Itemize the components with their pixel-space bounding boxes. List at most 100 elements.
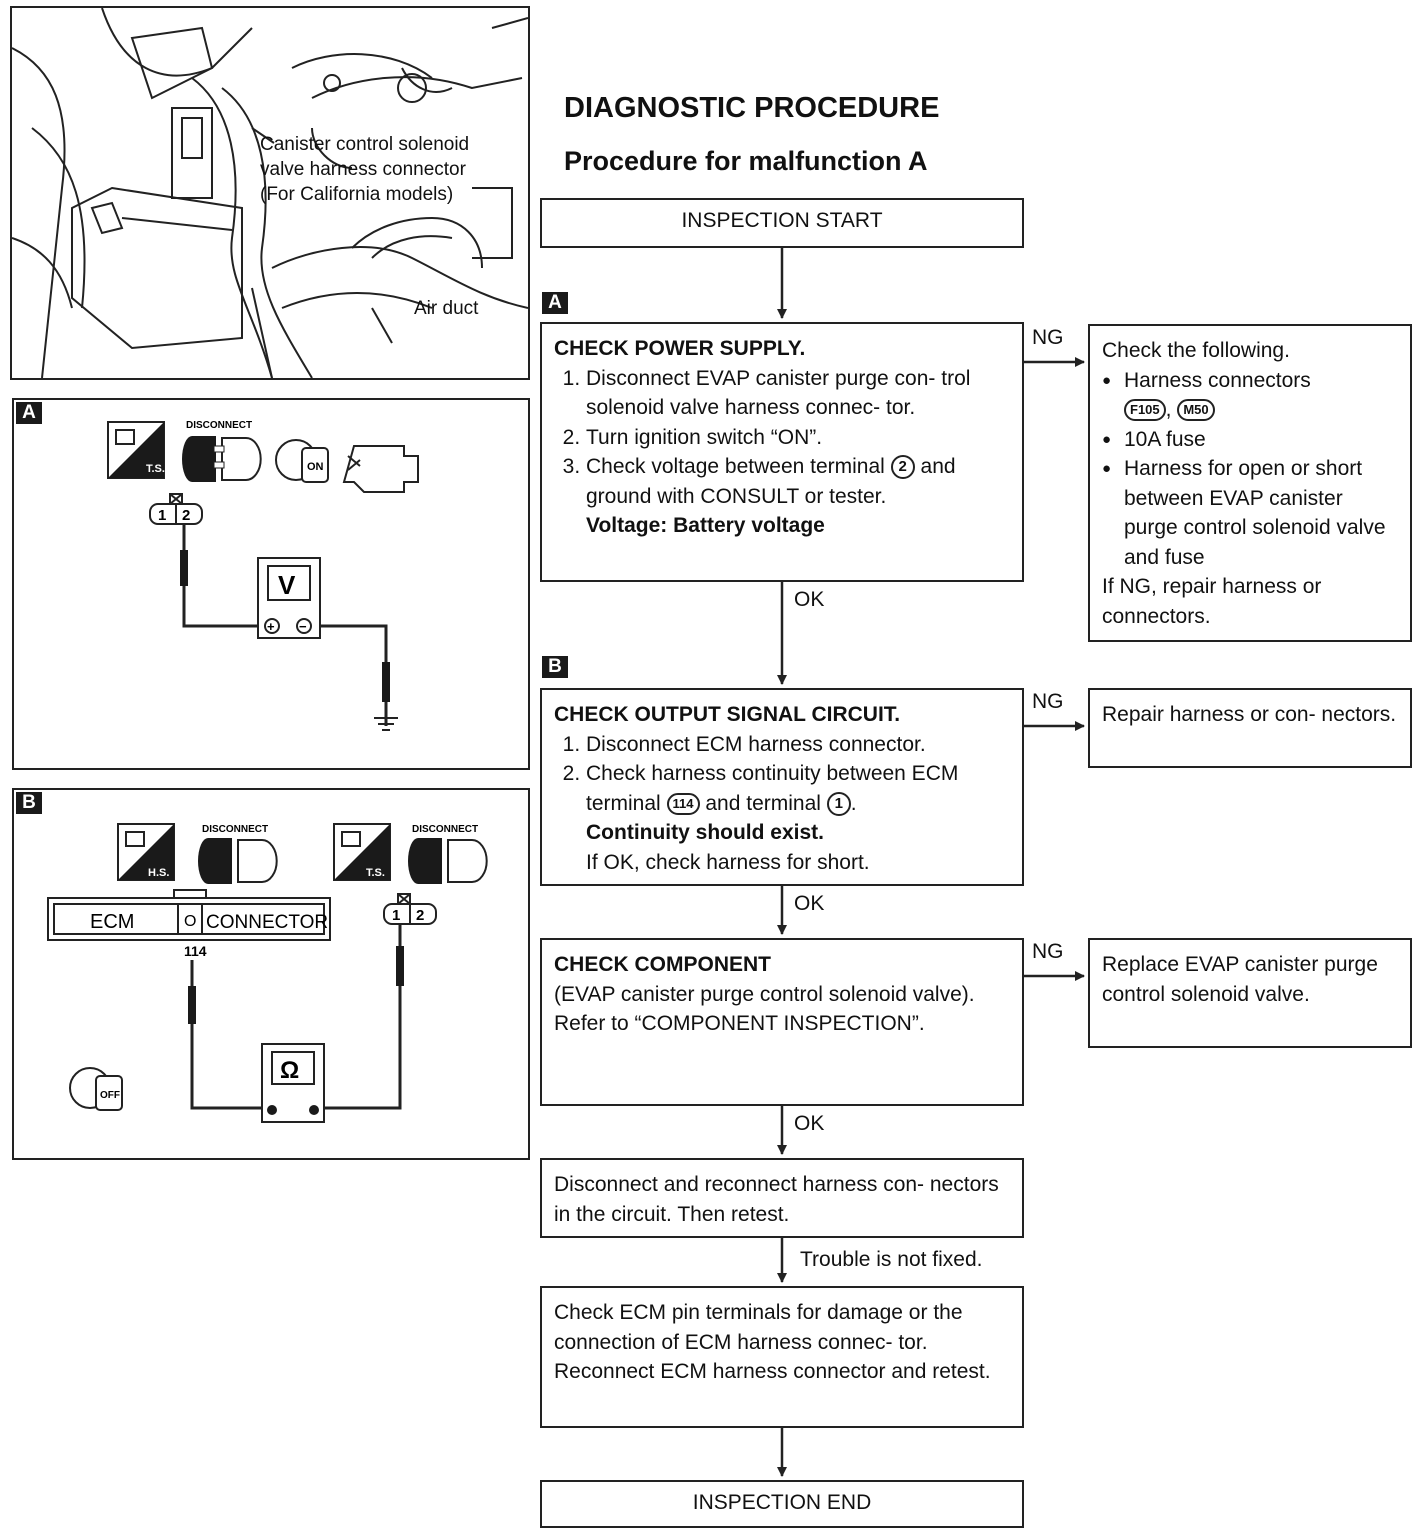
step-b-item-2: Check harness continuity between ECM ter… <box>586 759 1010 877</box>
inspection-end-box: INSPECTION END <box>540 1480 1024 1528</box>
pin-1: 1 <box>158 507 166 524</box>
reconnect-retest-box: Disconnect and reconnect harness con- ne… <box>540 1158 1024 1238</box>
voltmeter-label: V <box>278 570 296 600</box>
test-panel-b: B H.S. DISCONNECT T.S. DISCONNECT <box>12 788 530 1160</box>
connector-f105-badge: F105 <box>1124 399 1166 422</box>
engine-illustration-panel: Canister control solenoid valve harness … <box>10 6 530 380</box>
probe-wire-ecm <box>190 960 270 1110</box>
connector-terminals <box>149 493 203 525</box>
panel-b-tag: B <box>16 792 42 814</box>
hs-label: H.S. <box>148 867 169 879</box>
ohmmeter-icon <box>261 1043 325 1123</box>
panel-b-circuit: H.S. DISCONNECT T.S. DISCONNECT ECM O CO… <box>47 823 488 1123</box>
step-b-item-2-mid: and terminal <box>705 791 821 815</box>
disconnect-label: DISCONNECT <box>186 420 252 431</box>
disconnect-connector-icon <box>182 436 262 482</box>
ohmmeter-label: Ω <box>280 1057 299 1084</box>
ng-label-a: NG <box>1032 326 1064 349</box>
step-b-tag: B <box>542 656 568 678</box>
off-label: OFF <box>100 1090 120 1101</box>
ok-label-a: OK <box>794 588 825 611</box>
test-panel-a: A T.S. DISCONNECT ON <box>12 398 530 770</box>
step-b-title: CHECK OUTPUT SIGNAL CIRCUIT. <box>554 703 901 726</box>
ignition-off-icon <box>69 1067 123 1111</box>
step-a-item-3-post: and ground with CONSULT or tester. <box>586 455 956 508</box>
terminal-1-badge: 1 <box>826 791 851 816</box>
pin-2: 2 <box>182 507 190 524</box>
connector-callout-line2: valve harness connector <box>260 159 466 180</box>
replace-valve-box: Replace EVAP canister purge control sole… <box>1088 938 1412 1048</box>
ecm-terminal-number: 114 <box>184 943 207 959</box>
repair-harness-box: Repair harness or con- nectors. <box>1088 688 1412 768</box>
step-b-list: Disconnect ECM harness connector. Check … <box>554 730 1010 878</box>
ts-label: T.S. <box>146 463 165 475</box>
step-a-title: CHECK POWER SUPPLY. <box>554 337 806 360</box>
minus-terminal: − <box>299 619 307 634</box>
trouble-not-fixed-label: Trouble is not fixed. <box>800 1248 983 1271</box>
probe-positive <box>180 550 188 586</box>
ng-label-c: NG <box>1032 940 1064 963</box>
connector-label: CONNECTOR <box>206 912 328 933</box>
disconnect-connector-icon-1 <box>198 838 278 884</box>
test-side-icon <box>107 421 165 479</box>
panel-a-tag: A <box>16 402 42 424</box>
inspection-start-box: INSPECTION START <box>540 198 1024 248</box>
step-c-title: CHECK COMPONENT <box>554 953 772 976</box>
step-b-spec: Continuity should exist. <box>586 821 825 844</box>
check-following-item-1: Harness connectors F105, M50 <box>1102 366 1398 425</box>
probe-wire-negative <box>306 624 388 726</box>
engine-running-icon <box>342 445 419 493</box>
page-title: DIAGNOSTIC PROCEDURE <box>564 92 940 124</box>
harness-connectors-text: Harness connectors <box>1124 368 1311 392</box>
check-following-item-2: 10A fuse <box>1102 425 1398 455</box>
check-following-item-3: Harness for open or short between EVAP c… <box>1102 454 1398 572</box>
ok-label-b: OK <box>794 892 825 915</box>
step-a-item-3-pre: Check voltage between terminal <box>586 455 885 478</box>
ecm-label: ECM <box>90 911 134 933</box>
step-a-spec: Voltage: Battery voltage <box>586 514 825 537</box>
check-output-signal-box: CHECK OUTPUT SIGNAL CIRCUIT. Disconnect … <box>540 688 1024 886</box>
step-b-item-1: Disconnect ECM harness connector. <box>586 730 1010 760</box>
harness-side-icon <box>117 823 175 881</box>
connector-m50-badge: M50 <box>1177 399 1215 422</box>
on-label: ON <box>307 461 324 473</box>
step-a-list: Disconnect EVAP canister purge con- trol… <box>554 364 1010 541</box>
probe-negative <box>382 662 390 702</box>
ecm-connector <box>47 889 331 941</box>
step-a-item-2: Turn ignition switch “ON”. <box>586 423 1010 453</box>
step-c-body: (EVAP canister purge control solenoid va… <box>554 982 975 1006</box>
panel-a-circuit: T.S. DISCONNECT ON 1 2 <box>107 420 419 731</box>
probe-wire-terminal <box>314 924 402 1110</box>
pin-1: 1 <box>392 907 400 924</box>
terminal-2-badge: 2 <box>890 455 915 480</box>
step-c-ref: Refer to “COMPONENT INSPECTION”. <box>554 1012 925 1035</box>
disconnect-connector-icon-2 <box>408 838 488 884</box>
check-following-box: Check the following. Harness connectors … <box>1088 324 1412 642</box>
check-following-intro: Check the following. <box>1102 339 1290 362</box>
ground-symbol <box>374 717 398 731</box>
ts-label: T.S. <box>366 867 385 879</box>
check-component-box: CHECK COMPONENT (EVAP canister purge con… <box>540 938 1024 1106</box>
voltmeter-icon <box>257 557 321 639</box>
test-side-icon <box>333 823 391 881</box>
step-b-note: If OK, check harness for short. <box>586 850 870 874</box>
step-a-tag: A <box>542 292 568 314</box>
step-b-item-2-pre: Check harness continuity between ECM ter… <box>586 762 959 815</box>
check-power-supply-box: CHECK POWER SUPPLY. Disconnect EVAP cani… <box>540 322 1024 582</box>
step-a-item-3: Check voltage between terminal 2 and gro… <box>586 452 1010 541</box>
connector-callout-line1: Canister control solenoid <box>260 134 470 155</box>
check-ecm-pin-box: Check ECM pin terminals for damage or th… <box>540 1286 1024 1428</box>
ecm-terminal-114-badge: 114 <box>666 792 700 815</box>
engine-bay-drawing <box>12 8 528 378</box>
ecm-pin-marker: O <box>184 913 196 930</box>
step-a-item-1: Disconnect EVAP canister purge con- trol… <box>586 364 1010 423</box>
page-subtitle: Procedure for malfunction A <box>564 146 928 176</box>
plus-terminal: + <box>267 619 275 634</box>
disconnect-label-2: DISCONNECT <box>412 824 478 835</box>
check-following-footer: If NG, repair harness or connectors. <box>1102 575 1322 628</box>
connector-callout-line3: (For California models) <box>260 184 454 205</box>
disconnect-label-1: DISCONNECT <box>202 824 268 835</box>
check-following-list: Harness connectors F105, M50 10A fuse Ha… <box>1102 366 1398 573</box>
probe-ecm <box>188 986 196 1024</box>
ng-label-b: NG <box>1032 690 1064 713</box>
